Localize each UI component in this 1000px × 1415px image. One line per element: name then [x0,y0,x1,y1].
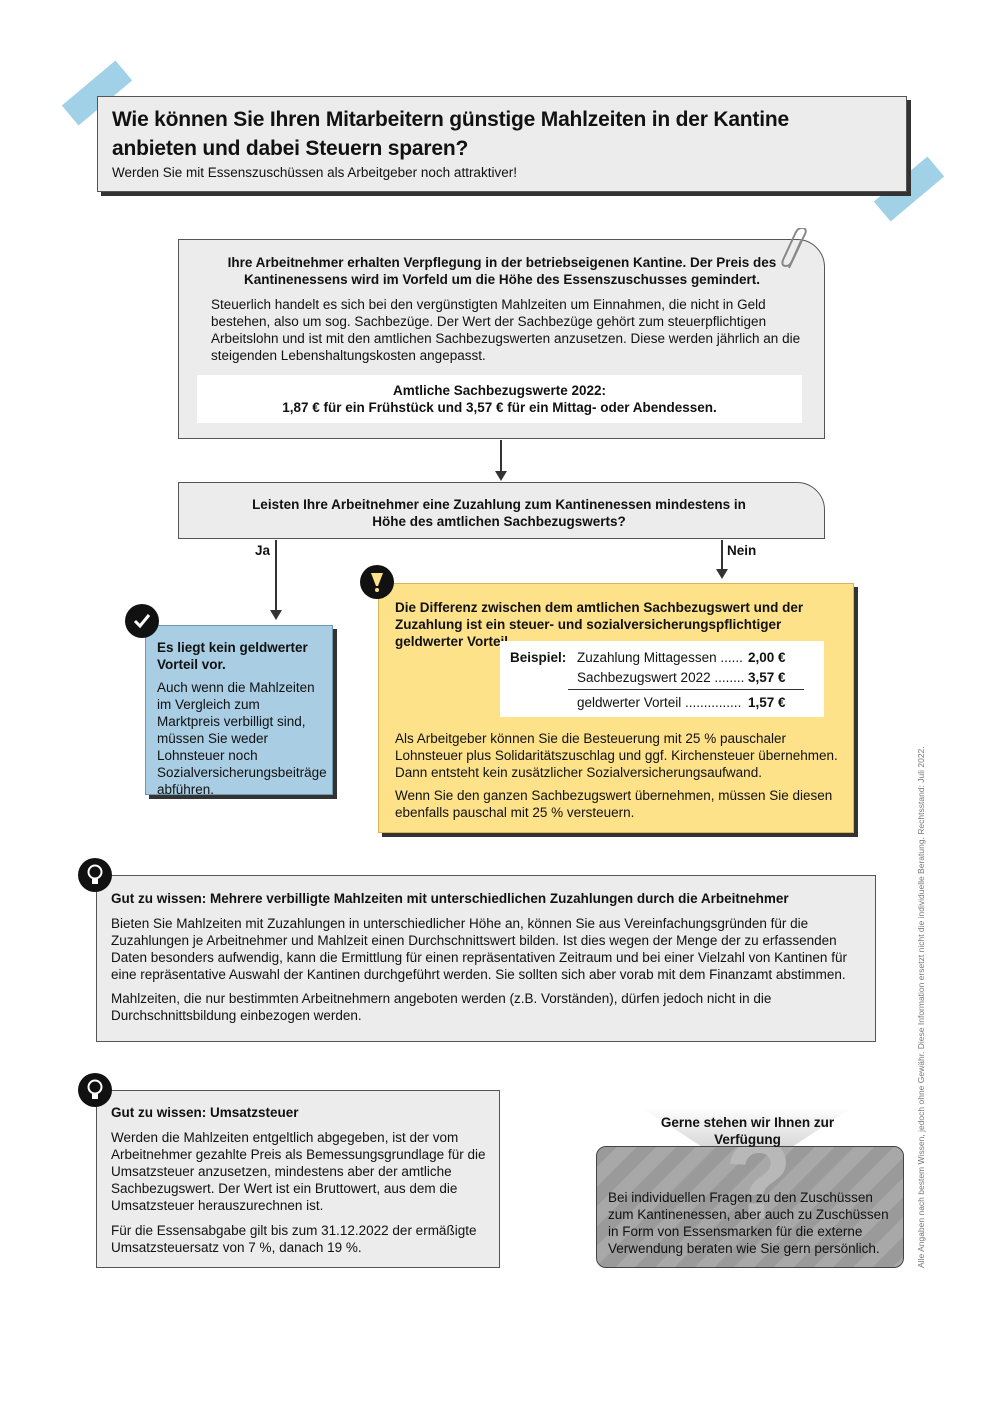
intro-values-panel: Amtliche Sachbezugswerte 2022: 1,87 € fü… [197,375,802,423]
arrow-line [500,440,502,473]
yes-heading: Es liegt kein geldwerter Vorteil vor. [157,640,308,672]
page-title: Wie können Sie Ihren Mitarbeitern günsti… [112,108,789,160]
no-para-2: Wenn Sie den ganzen Sachbezugswert übern… [395,788,833,820]
example-row-1-label: Zuzahlung Mittagessen ...... [577,650,743,665]
checkmark-icon [125,604,159,638]
exclamation-icon [360,565,394,599]
yes-box: Es liegt kein geldwerter Vorteil vor. Au… [145,625,333,797]
header-box: Wie können Sie Ihren Mitarbeitern günsti… [97,96,907,192]
arrow-line-yes [275,540,277,612]
question-box: Leisten Ihre Arbeitnehmer eine Zuzahlung… [178,482,825,539]
contact-banner [642,1108,852,1176]
tip2-box: Gut zu wissen: Umsatzsteuer Werden die M… [96,1090,500,1268]
question-mark-icon: ? [725,1146,793,1242]
intro-heading: Ihre Arbeitnehmer erhalten Verpflegung i… [227,255,777,287]
example-row-2-value: 3,57 € [748,670,786,685]
tip1-heading: Gut zu wissen: Mehrere verbilligte Mahlz… [111,891,789,906]
example-sum-line [568,689,804,690]
arrow-line-no [721,540,723,570]
arrow-head [495,471,507,481]
tip1-para-1: Bieten Sie Mahlzeiten mit Zuzahlungen in… [111,916,847,982]
example-label: Beispiel: [510,650,567,665]
contact-heading: Gerne stehen wir Ihnen zur Verfügung [660,1115,835,1147]
contact-body: Bei individuellen Fragen zu den Zuschüss… [608,1190,889,1256]
arrow-head-no [716,569,728,579]
tip2-heading: Gut zu wissen: Umsatzsteuer [111,1105,299,1120]
tip1-para-2: Mahlzeiten, die nur bestimmten Arbeitneh… [111,991,772,1023]
no-heading: Die Differenz zwischen dem amtlichen Sac… [395,600,804,649]
example-row-2-label: Sachbezugswert 2022 ........ [577,670,745,685]
contact-box: ? Bei individuellen Fragen zu den Zuschü… [596,1146,904,1268]
no-label: Nein [727,543,757,558]
tip1-box: Gut zu wissen: Mehrere verbilligte Mahlz… [96,875,876,1042]
disclaimer-text: Alle Angaben nach bestem Wissen, jedoch … [916,746,926,1268]
intro-box: Ihre Arbeitnehmer erhalten Verpflegung i… [178,239,825,439]
example-row-3-label: geldwerter Vorteil ............... [577,695,742,710]
tip2-para-1: Werden die Mahlzeiten entgeltlich abgege… [111,1130,486,1213]
tip2-para-2: Für die Essensabgabe gilt bis zum 31.12.… [111,1223,477,1255]
no-para-1: Als Arbeitgeber können Sie die Besteueru… [395,731,838,780]
example-row-1-value: 2,00 € [748,650,786,665]
example-row-3-value: 1,57 € [748,695,786,710]
page-subtitle: Werden Sie mit Essenszuschüssen als Arbe… [112,165,517,180]
arrow-head-yes [270,610,282,620]
yes-body: Auch wenn die Mahlzeiten im Vergleich zu… [157,680,327,797]
example-panel: Beispiel: Zuzahlung Mittagessen ...... 2… [500,641,824,717]
yes-label: Ja [255,543,271,558]
question-text: Leisten Ihre Arbeitnehmer eine Zuzahlung… [252,497,746,529]
paperclip-icon [781,228,807,269]
intro-body: Steuerlich handelt es sich bei den vergü… [211,297,801,363]
lightbulb-icon [78,858,112,892]
no-box: Die Differenz zwischen dem amtlichen Sac… [378,583,854,833]
values-text: 1,87 € für ein Frühstück und 3,57 € für … [282,400,717,415]
lightbulb-icon [78,1073,112,1107]
values-title: Amtliche Sachbezugswerte 2022: [392,383,607,398]
